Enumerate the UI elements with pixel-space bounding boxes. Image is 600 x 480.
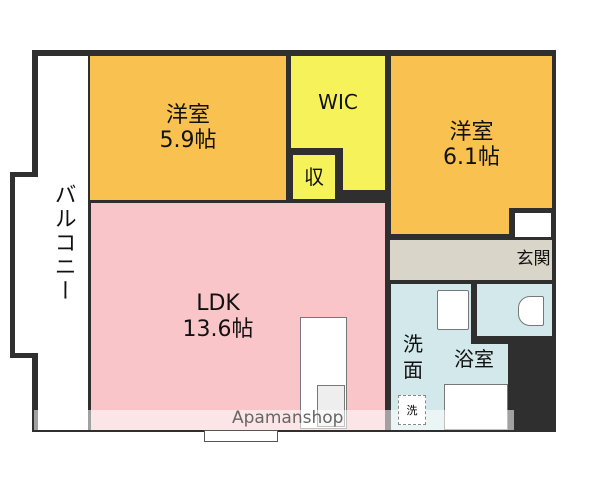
room-size: 6.1帖 [443, 145, 500, 170]
washroom-label: 洗面 [403, 332, 423, 382]
watermark-band [34, 410, 514, 430]
toilet [518, 296, 544, 326]
balcony-label: バルコニー [50, 183, 76, 303]
western-room-1: 洋室 5.9帖 [90, 56, 286, 200]
watermark: Apamanshop [232, 408, 344, 428]
wic-extension [343, 140, 385, 190]
balcony: バルコニー [38, 56, 88, 430]
sink [437, 290, 469, 330]
room-name: LDK [196, 291, 240, 317]
room-size: 13.6帖 [182, 316, 254, 342]
shoe-box [515, 213, 551, 237]
washer-label: 洗 [406, 404, 418, 417]
western-room-2: 洋室 6.1帖 [391, 56, 552, 234]
entrance-label: 玄関 [516, 249, 551, 270]
bathroom-label: 浴室 [454, 347, 494, 371]
wic-label: WIC [318, 89, 358, 114]
entrance: 玄関 [515, 240, 552, 280]
storage: 収 [293, 155, 335, 199]
washer-space: 洗 [398, 395, 426, 425]
storage-label: 収 [304, 164, 324, 189]
bay-window [204, 430, 278, 442]
room-name: 洋室 [165, 102, 210, 128]
walk-in-closet: WIC [291, 56, 385, 148]
room-size: 5.9帖 [159, 128, 217, 153]
room-name: 洋室 [449, 119, 494, 145]
